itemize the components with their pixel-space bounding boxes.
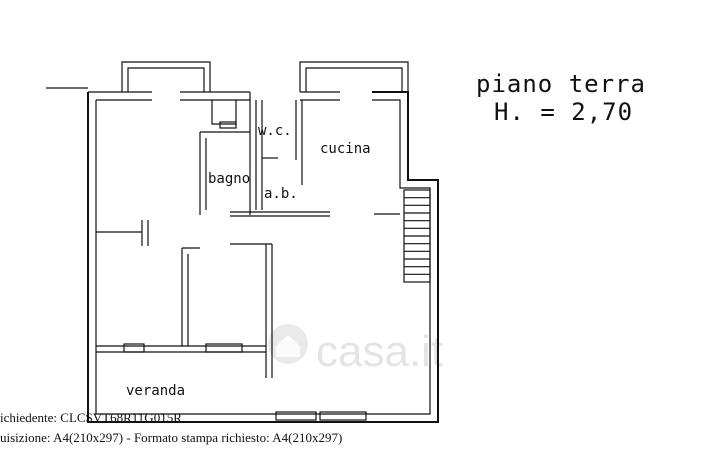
room-label-wc: w.c. — [258, 123, 292, 139]
windows — [123, 121, 367, 421]
staircase — [403, 189, 431, 283]
ceiling-height: H. = 2,70 — [494, 98, 633, 126]
footer-acquisition: uisizione: A4(210x297) - Formato stampa … — [0, 430, 342, 445]
interior-walls — [96, 92, 400, 378]
room-label-veranda: veranda — [126, 383, 185, 399]
floor-title: piano terra — [476, 70, 646, 98]
footer-requester: ichiedente: CLCSVT68R11G015R — [0, 410, 182, 425]
room-label-cucina: cucina — [320, 141, 371, 157]
watermark-text: casa.it — [316, 327, 443, 376]
room-label-bagno: bagno — [208, 171, 250, 187]
room-label-ab: a.b. — [264, 186, 298, 202]
watermark: casa.it — [268, 324, 443, 376]
bay-projections — [121, 61, 409, 92]
house-icon — [268, 324, 308, 364]
